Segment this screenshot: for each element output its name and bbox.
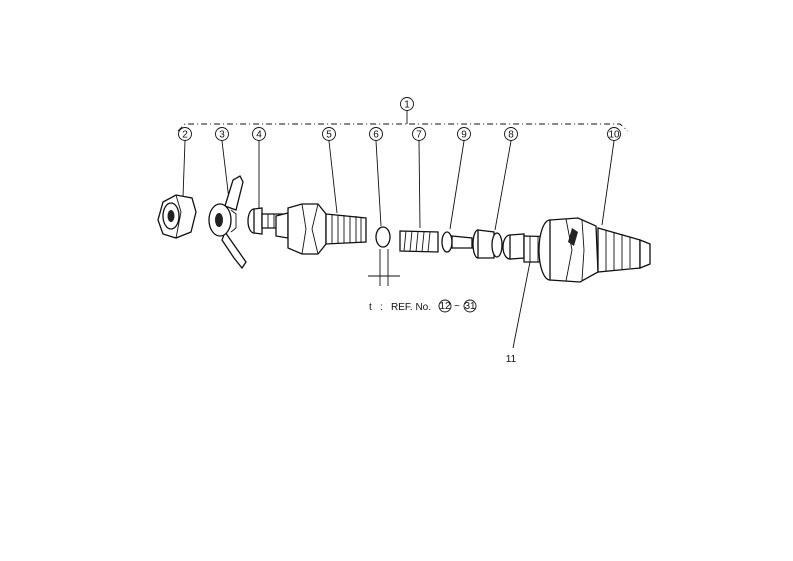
ref-text: REF. No. bbox=[391, 302, 431, 313]
callout-group: 1 2 3 4 5 6 7 9 8 10 bbox=[178, 97, 621, 141]
callout-4-text: 4 bbox=[256, 130, 262, 141]
callout-1-text: 1 bbox=[404, 100, 410, 111]
callout-9-text: 9 bbox=[461, 130, 467, 141]
spacer-part bbox=[472, 229, 503, 259]
callout-10-text: 10 bbox=[608, 130, 620, 141]
part-11-label: 11 bbox=[506, 354, 517, 365]
callout-7: 7 bbox=[412, 127, 426, 141]
thickness-dimension bbox=[368, 249, 400, 286]
callout-3: 3 bbox=[215, 127, 229, 141]
callout-7-text: 7 bbox=[416, 130, 422, 141]
callout-4: 4 bbox=[252, 127, 266, 141]
ref-from-callout: 12 bbox=[438, 299, 452, 313]
callout-2-text: 2 bbox=[182, 130, 188, 141]
assembly-bracket bbox=[177, 111, 629, 132]
callout-1: 1 bbox=[400, 97, 414, 111]
leader-lines bbox=[182, 140, 615, 349]
callout-6-text: 6 bbox=[373, 130, 379, 141]
callout-8-text: 8 bbox=[508, 130, 514, 141]
spring-seat-part bbox=[441, 231, 473, 253]
callout-2: 2 bbox=[178, 127, 192, 141]
callout-3-text: 3 bbox=[219, 130, 225, 141]
ref-to-text: 31 bbox=[464, 301, 476, 312]
ref-from-text: 12 bbox=[439, 301, 451, 312]
callout-5-text: 5 bbox=[326, 130, 332, 141]
callout-5: 5 bbox=[322, 127, 336, 141]
callout-10: 10 bbox=[607, 127, 621, 141]
reference-note: t : REF. No. 12 ~ 31 bbox=[369, 299, 477, 313]
ref-to-callout: 31 bbox=[463, 299, 477, 313]
callout-6: 6 bbox=[369, 127, 383, 141]
thickness-label: t bbox=[369, 302, 372, 313]
spring-part bbox=[399, 230, 439, 253]
wing-nut-part bbox=[208, 175, 247, 270]
separator-paren: : bbox=[380, 302, 383, 313]
callout-9: 9 bbox=[457, 127, 471, 141]
nozzle-body-part bbox=[275, 203, 367, 255]
callout-8: 8 bbox=[504, 127, 518, 141]
ref-dash: ~ bbox=[454, 301, 460, 312]
hex-nut-part bbox=[157, 194, 197, 239]
shim-washer-part bbox=[375, 226, 391, 248]
retaining-nut-part bbox=[538, 217, 651, 283]
